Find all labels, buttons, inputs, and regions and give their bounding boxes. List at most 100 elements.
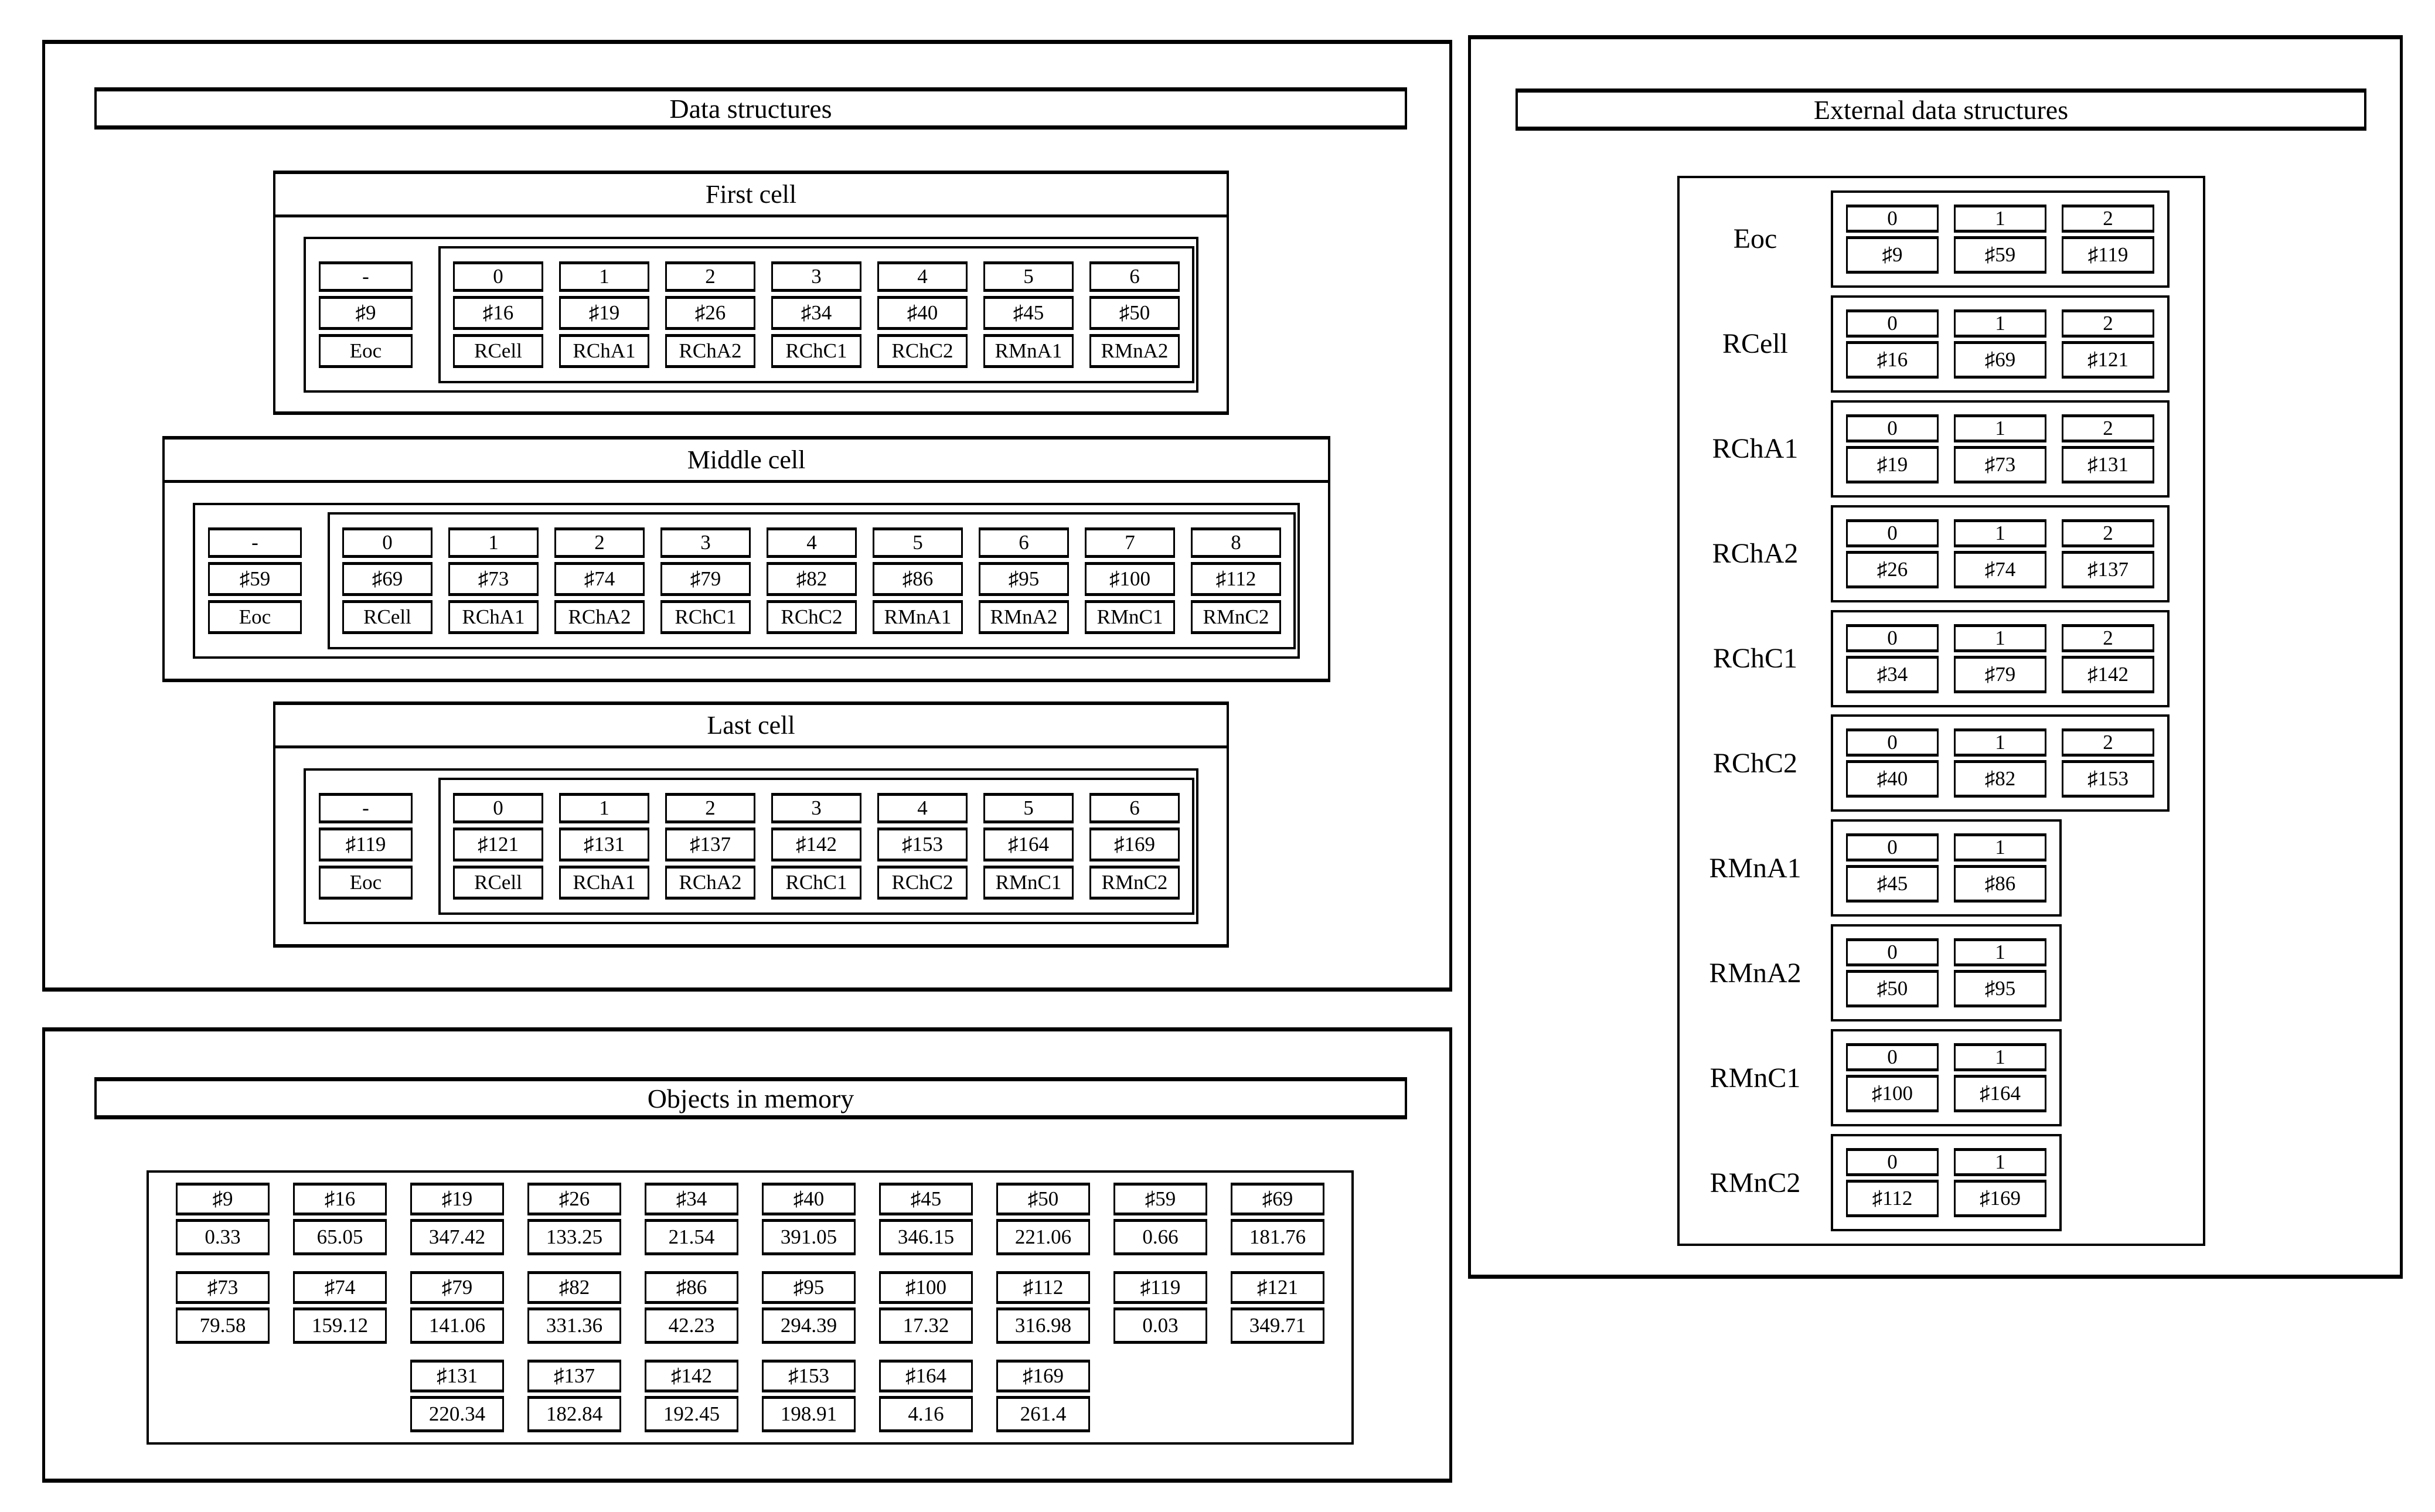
slot-index-cell: 8 xyxy=(1191,527,1281,558)
slot-type-cell: RMnC2 xyxy=(1191,600,1281,634)
object-value-cell: 182.84 xyxy=(527,1396,621,1432)
object-id-cell: ♯86 xyxy=(645,1271,738,1304)
entry-index-cell: 0 xyxy=(1846,728,1939,757)
slot-index-cell: 0 xyxy=(453,793,543,823)
header-type-cell: Eoc xyxy=(208,600,302,634)
object-value-cell: 4.16 xyxy=(879,1396,973,1432)
slot-type-cell: RChC1 xyxy=(660,600,751,634)
entry-index-cell: 1 xyxy=(1954,938,2046,967)
external-entry: 0♯40 xyxy=(1846,728,1939,798)
data-structures-title: Data structures xyxy=(669,93,832,124)
entry-id-cell: ♯50 xyxy=(1846,970,1939,1008)
object-value-cell: 65.05 xyxy=(293,1219,387,1255)
slot-id-cell: ♯34 xyxy=(771,295,861,330)
external-row-label: RMnC2 xyxy=(1709,1167,1801,1198)
object-id-cell: ♯95 xyxy=(762,1271,856,1304)
object-id-cell: ♯79 xyxy=(410,1271,504,1304)
object-id-cell: ♯26 xyxy=(527,1183,621,1215)
entry-index-cell: 0 xyxy=(1846,309,1939,338)
header-index-cell: - xyxy=(208,527,302,558)
slot-id-cell: ♯45 xyxy=(983,295,1074,330)
object-value-cell: 294.39 xyxy=(762,1307,856,1344)
entry-index-cell: 2 xyxy=(2062,728,2154,757)
entry-index-cell: 1 xyxy=(1954,204,2046,233)
slot-index-cell: 6 xyxy=(979,527,1069,558)
external-entry: 2♯137 xyxy=(2062,519,2154,588)
object-id-cell: ♯59 xyxy=(1113,1183,1207,1215)
slot-index-cell: 3 xyxy=(771,793,861,823)
slot-index-cell: 2 xyxy=(665,793,755,823)
external-row-label: RMnA1 xyxy=(1709,852,1801,884)
slot-id-cell: ♯82 xyxy=(767,562,857,596)
entry-index-cell: 1 xyxy=(1954,728,2046,757)
data-structures-titlebar: Data structures xyxy=(94,87,1407,130)
entry-id-cell: ♯74 xyxy=(1954,550,2046,588)
objects-in-memory-titlebar: Objects in memory xyxy=(94,1077,1407,1119)
object-id-cell: ♯50 xyxy=(996,1183,1090,1215)
slot-type-cell: RChA2 xyxy=(554,600,645,634)
slot-index-cell: 6 xyxy=(1089,261,1180,292)
slot-index-cell: 4 xyxy=(877,793,968,823)
entry-index-cell: 2 xyxy=(2062,519,2154,547)
object-value-cell: 0.66 xyxy=(1113,1219,1207,1255)
object-value-cell: 347.42 xyxy=(410,1219,504,1255)
cell-title: Middle cell xyxy=(165,440,1328,483)
object-id-cell: ♯45 xyxy=(879,1183,973,1215)
object-id-cell: ♯112 xyxy=(996,1271,1090,1304)
object-id-cell: ♯100 xyxy=(879,1271,973,1304)
object-value-cell: 159.12 xyxy=(293,1307,387,1344)
object-value-cell: 220.34 xyxy=(410,1396,504,1432)
slot-type-cell: RMnC1 xyxy=(983,866,1074,900)
entry-id-cell: ♯19 xyxy=(1846,445,1939,483)
slot-type-cell: RChA2 xyxy=(665,333,755,368)
entry-id-cell: ♯69 xyxy=(1954,340,2046,379)
entry-id-cell: ♯100 xyxy=(1846,1075,1939,1113)
object-value-cell: 181.76 xyxy=(1231,1219,1324,1255)
external-entry: 1♯69 xyxy=(1954,309,2046,379)
entry-index-cell: 2 xyxy=(2062,624,2154,652)
slot-type-cell: RChA1 xyxy=(559,866,649,900)
external-row-label: RMnA2 xyxy=(1709,957,1801,989)
slot-id-cell: ♯50 xyxy=(1089,295,1180,330)
slot-index-cell: 2 xyxy=(665,261,755,292)
external-entry: 2♯153 xyxy=(2062,728,2154,798)
external-row-label: RChC1 xyxy=(1712,643,1798,675)
entry-index-cell: 1 xyxy=(1954,1043,2046,1072)
object-id-cell: ♯153 xyxy=(762,1360,856,1392)
slot-type-cell: RChC2 xyxy=(767,600,857,634)
slot-id-cell: ♯16 xyxy=(453,295,543,330)
slot-type-cell: RCell xyxy=(342,600,432,634)
object-value-cell: 141.06 xyxy=(410,1307,504,1344)
slot-index-cell: 2 xyxy=(554,527,645,558)
external-entry: 0♯16 xyxy=(1846,309,1939,379)
entry-id-cell: ♯131 xyxy=(2062,445,2154,483)
